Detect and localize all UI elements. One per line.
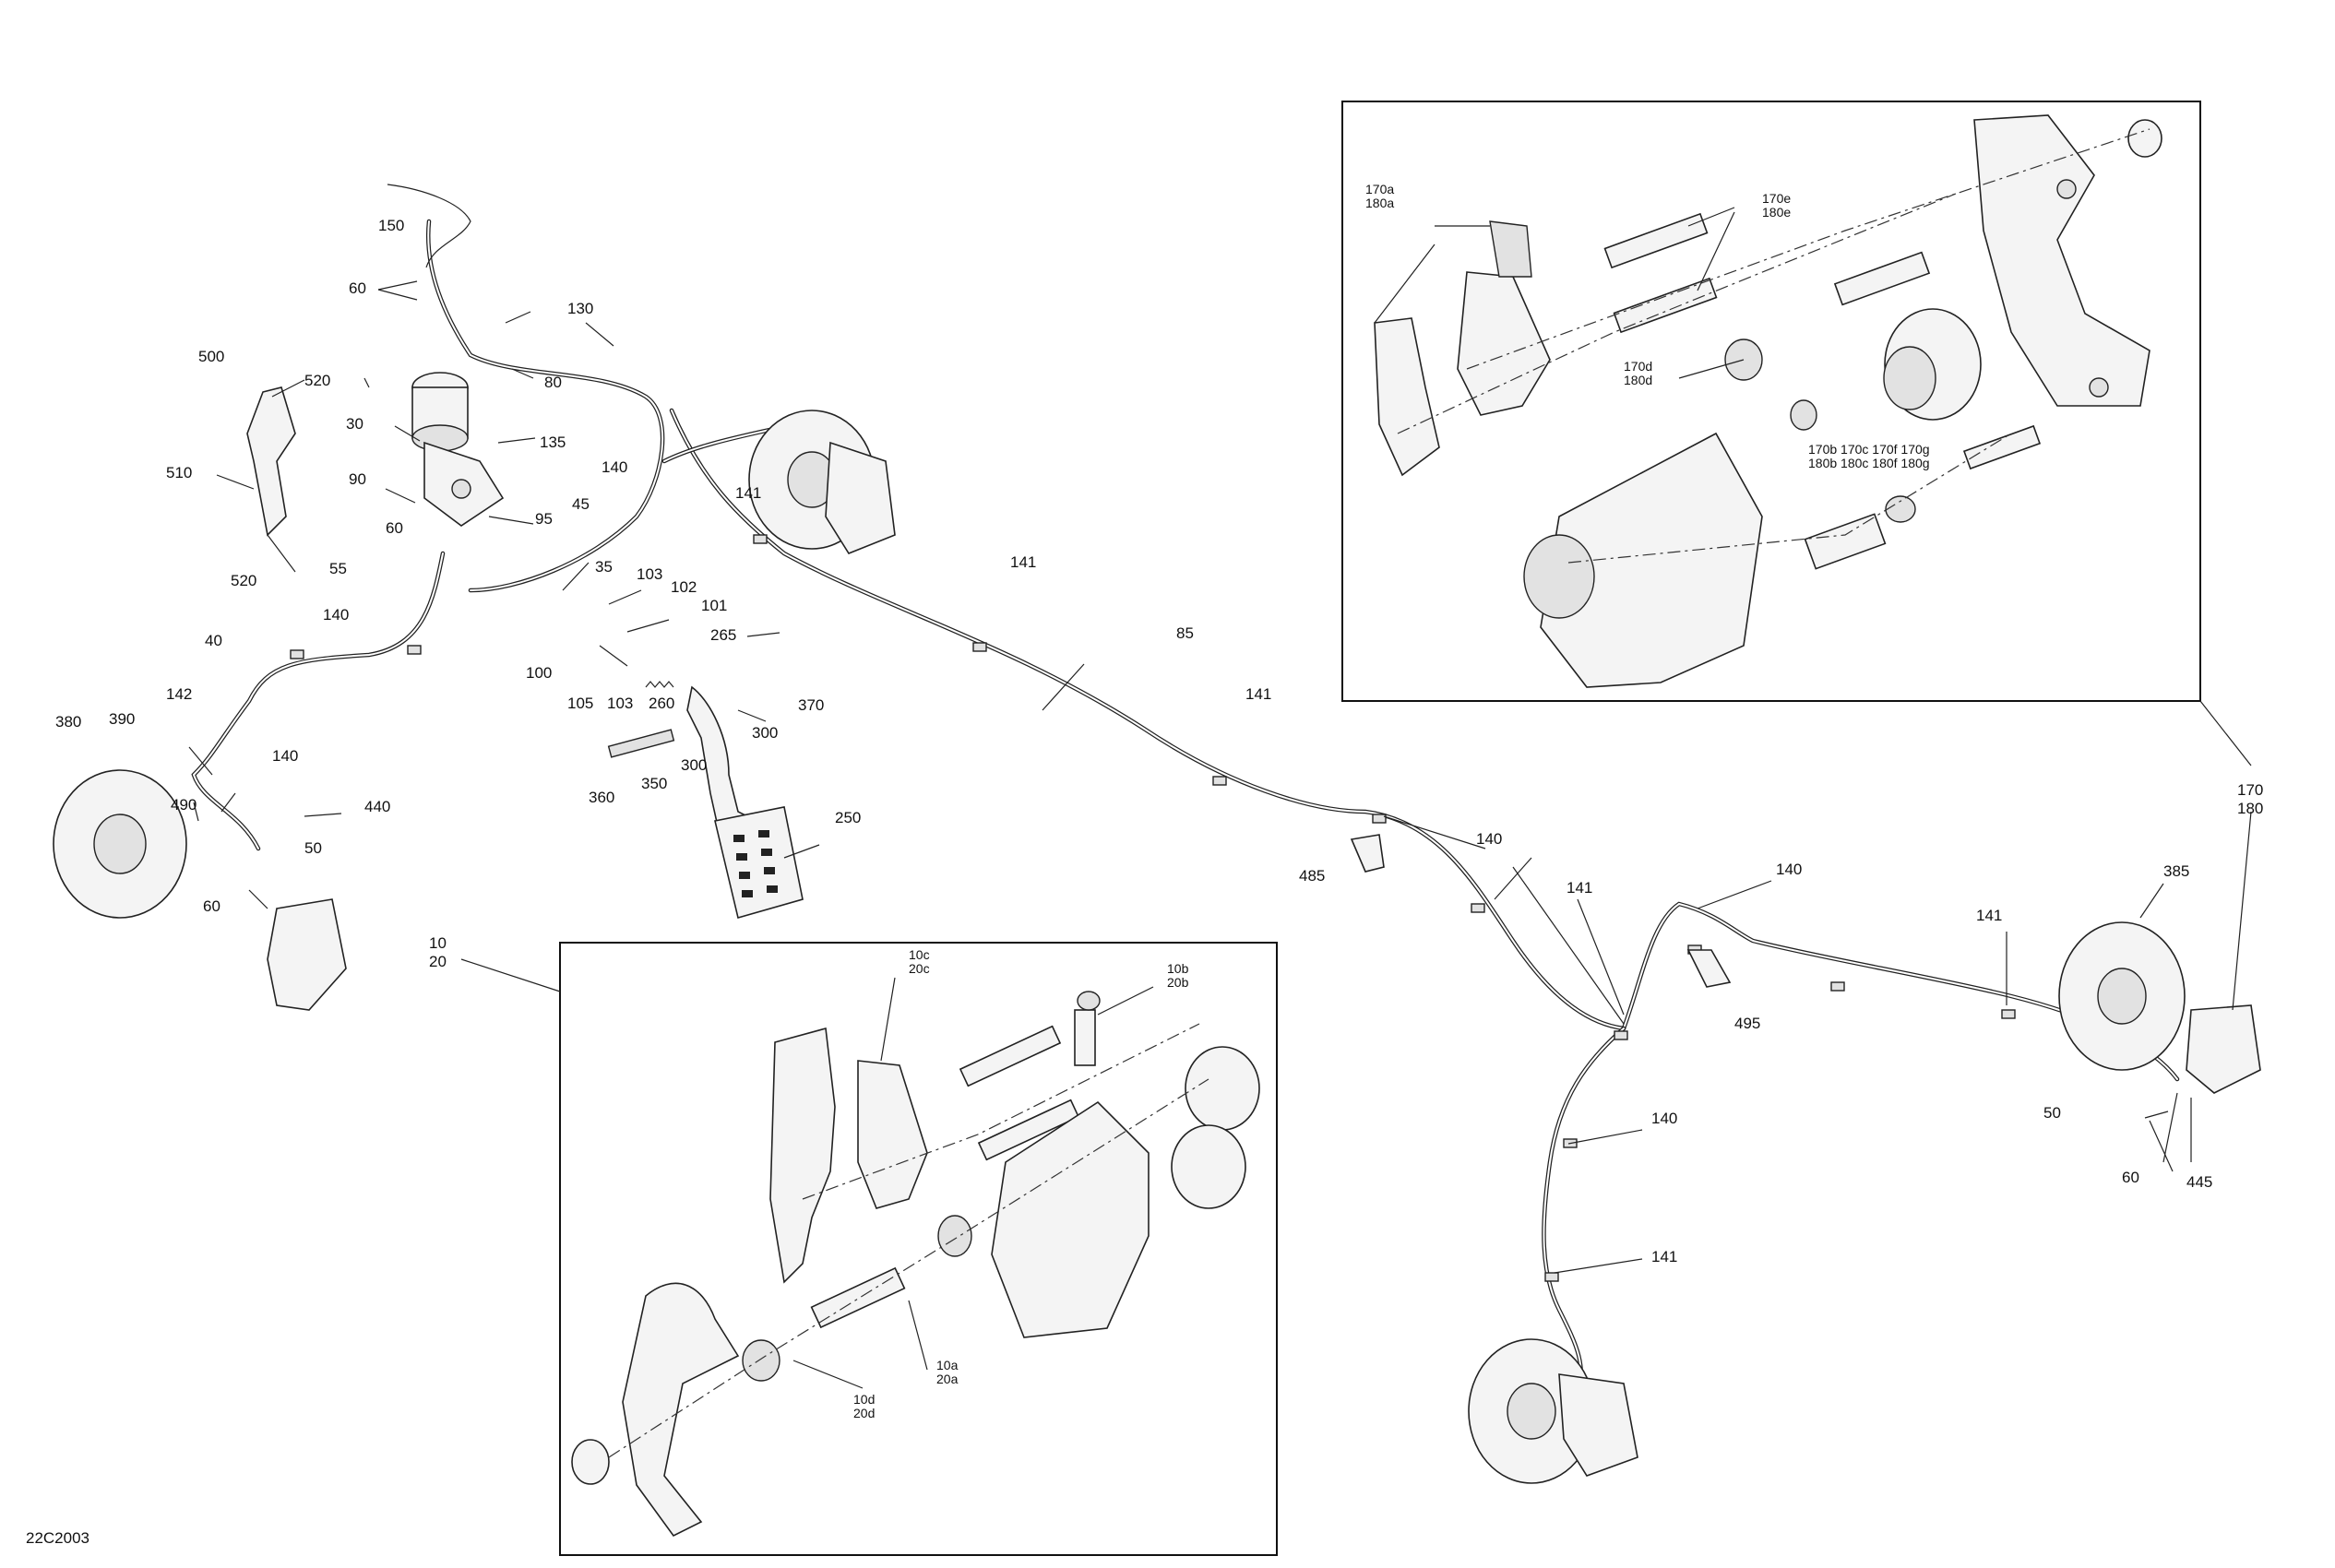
line-clips [290, 534, 2016, 1282]
disc-rear-right [2058, 921, 2186, 1071]
label-45: 45 [572, 495, 590, 513]
label-10b-20b-line2: 20b [1167, 975, 1189, 990]
label-380: 380 [55, 713, 81, 731]
label-50-right: 50 [2043, 1104, 2061, 1122]
caliper-detail-box-rear [1341, 101, 2201, 702]
diagram-code: 22C2003 [26, 1529, 90, 1547]
label-141-f: 141 [1651, 1248, 1677, 1265]
bracket-495 [1686, 949, 1732, 988]
label-300-a: 300 [752, 724, 778, 742]
label-265: 265 [710, 626, 736, 644]
bracket-485 [1350, 834, 1385, 873]
label-150: 150 [378, 217, 404, 234]
label-103-b: 103 [607, 695, 633, 712]
label-170e-180e: 170e [1762, 191, 1791, 206]
label-95: 95 [535, 510, 553, 528]
bracket-500 [246, 386, 296, 537]
label-360: 360 [589, 789, 614, 806]
label-40: 40 [205, 632, 222, 649]
label-60-left: 60 [203, 897, 220, 915]
label-101: 101 [701, 597, 727, 614]
disc-front-left [53, 769, 187, 919]
label-170bcfg-line2: 180b 180c 180f 180g [1808, 456, 1930, 470]
label-495: 495 [1734, 1015, 1760, 1032]
disc-front-right [748, 410, 896, 554]
label-102: 102 [671, 578, 697, 596]
callouts: 150 60 130 500 520 80 30 135 510 90 140 … [55, 182, 2263, 1420]
caliper-detail-box-front [559, 942, 1278, 1556]
label-170d-180d-line2: 180d [1624, 373, 1652, 387]
label-385: 385 [2163, 862, 2189, 880]
label-142: 142 [166, 685, 192, 703]
label-140-a: 140 [602, 458, 627, 476]
leader-lines [188, 207, 2252, 1389]
label-520-b: 520 [231, 572, 256, 589]
label-140-b: 140 [323, 606, 349, 624]
label-510: 510 [166, 464, 192, 481]
label-520-a: 520 [304, 372, 330, 389]
label-140-f: 140 [1651, 1110, 1677, 1127]
label-100: 100 [526, 664, 552, 682]
disc-rear-left [1468, 1338, 1638, 1484]
label-141-e: 141 [1976, 907, 2002, 924]
label-35: 35 [595, 558, 613, 576]
label-141-a: 141 [735, 484, 761, 502]
label-140-d: 140 [1476, 830, 1502, 848]
label-140-c: 140 [272, 747, 298, 765]
label-141-d: 141 [1567, 879, 1592, 897]
label-10b-20b: 10b [1167, 961, 1189, 976]
label-10c-20c: 10c [909, 947, 930, 962]
label-30: 30 [346, 415, 363, 433]
label-250: 250 [835, 809, 861, 826]
front-caliper-exploded [571, 991, 1260, 1538]
label-10a-20a: 10a [936, 1358, 959, 1372]
label-170-180-line2: 180 [2237, 800, 2263, 817]
label-140-e: 140 [1776, 861, 1802, 878]
label-90: 90 [349, 470, 366, 488]
label-60-top: 60 [349, 279, 366, 297]
label-170-180: 170 [2237, 781, 2263, 799]
label-440: 440 [364, 798, 390, 815]
rear-caliper-exploded [1374, 114, 2162, 688]
brake-pedal [686, 685, 804, 919]
label-10c-20c-line2: 20c [909, 961, 930, 976]
label-260: 260 [649, 695, 674, 712]
label-170a-180a: 170a [1365, 182, 1394, 196]
brake-lines [191, 184, 2180, 1405]
label-105: 105 [567, 695, 593, 712]
label-170a-180a-line2: 180a [1365, 196, 1394, 210]
label-60-right: 60 [2122, 1169, 2139, 1186]
caliper-rear-right [2186, 1004, 2261, 1094]
label-85: 85 [1176, 624, 1194, 642]
label-10a-20a-line2: 20a [936, 1372, 959, 1386]
label-300-b: 300 [681, 756, 707, 774]
label-10-20-line2: 20 [429, 953, 447, 970]
pedal-shaft [607, 729, 675, 758]
label-141-b: 141 [1010, 553, 1036, 571]
label-130: 130 [567, 300, 593, 317]
label-50-left: 50 [304, 839, 322, 857]
label-370: 370 [798, 696, 824, 714]
label-500: 500 [198, 348, 224, 365]
master-cylinder [411, 372, 505, 527]
label-10-20: 10 [429, 934, 447, 952]
label-170d-180d: 170d [1624, 359, 1652, 374]
label-10d-20d: 10d [853, 1392, 875, 1407]
label-135: 135 [540, 434, 566, 451]
label-55: 55 [329, 560, 347, 577]
label-103-a: 103 [637, 565, 662, 583]
label-390: 390 [109, 710, 135, 728]
label-60-mid: 60 [386, 519, 403, 537]
label-445: 445 [2186, 1173, 2212, 1191]
label-490: 490 [171, 796, 197, 814]
label-350: 350 [641, 775, 667, 792]
label-10d-20d-line2: 20d [853, 1406, 875, 1420]
caliper-front-left [267, 898, 347, 1011]
label-170bcfg: 170b 170c 170f 170g [1808, 442, 1930, 457]
label-485: 485 [1299, 867, 1325, 885]
label-80: 80 [544, 374, 562, 391]
label-141-c: 141 [1245, 685, 1271, 703]
label-170e-180e-line2: 180e [1762, 205, 1791, 220]
